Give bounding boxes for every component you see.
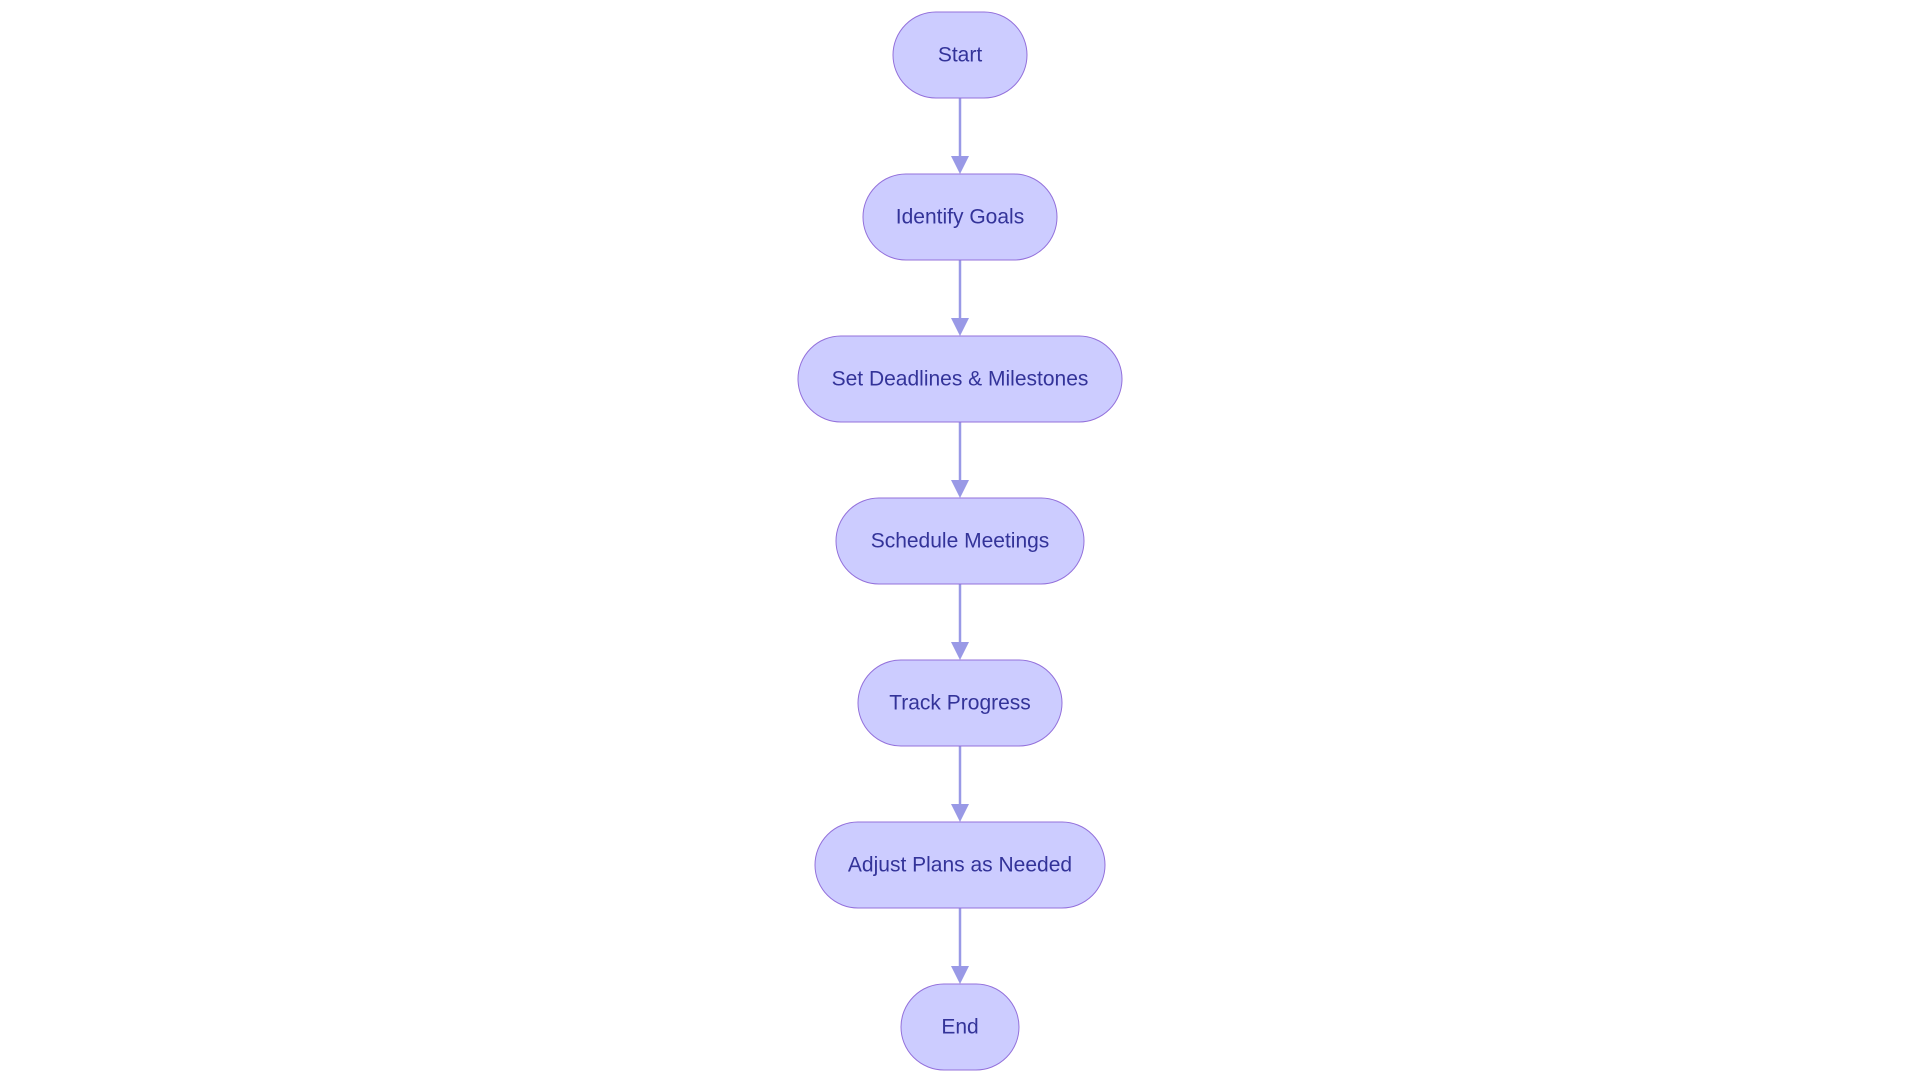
node-end: End (900, 983, 1020, 1071)
node-start-label: Start (938, 44, 983, 67)
arrowhead-icon (951, 804, 969, 822)
node-track-progress: Track Progress (857, 659, 1063, 747)
node-set-deadlines-label: Set Deadlines & Milestones (832, 368, 1089, 391)
edge-identify-goals-to-set-deadlines (951, 260, 969, 336)
node-end-label: End (941, 1016, 978, 1039)
node-track-progress-label: Track Progress (889, 692, 1031, 715)
arrowhead-icon (951, 156, 969, 174)
edges (951, 98, 969, 984)
node-schedule-meetings: Schedule Meetings (835, 497, 1085, 585)
node-start: Start (892, 11, 1028, 99)
arrowhead-icon (951, 642, 969, 660)
node-schedule-meetings-label: Schedule Meetings (871, 530, 1050, 553)
arrowhead-icon (951, 966, 969, 984)
node-identify-goals-label: Identify Goals (896, 206, 1024, 229)
node-adjust-plans-label: Adjust Plans as Needed (848, 854, 1072, 877)
nodes: Start Identify Goals Set Deadlines & Mil… (797, 11, 1123, 1071)
edge-set-deadlines-to-schedule-meetings (951, 422, 969, 498)
node-identify-goals: Identify Goals (862, 173, 1058, 261)
edge-adjust-plans-to-end (951, 908, 969, 984)
arrowhead-icon (951, 480, 969, 498)
edge-start-to-identify-goals (951, 98, 969, 174)
edge-track-progress-to-adjust-plans (951, 746, 969, 822)
edge-schedule-meetings-to-track-progress (951, 584, 969, 660)
node-set-deadlines: Set Deadlines & Milestones (797, 335, 1123, 423)
arrowhead-icon (951, 318, 969, 336)
node-adjust-plans: Adjust Plans as Needed (814, 821, 1106, 909)
